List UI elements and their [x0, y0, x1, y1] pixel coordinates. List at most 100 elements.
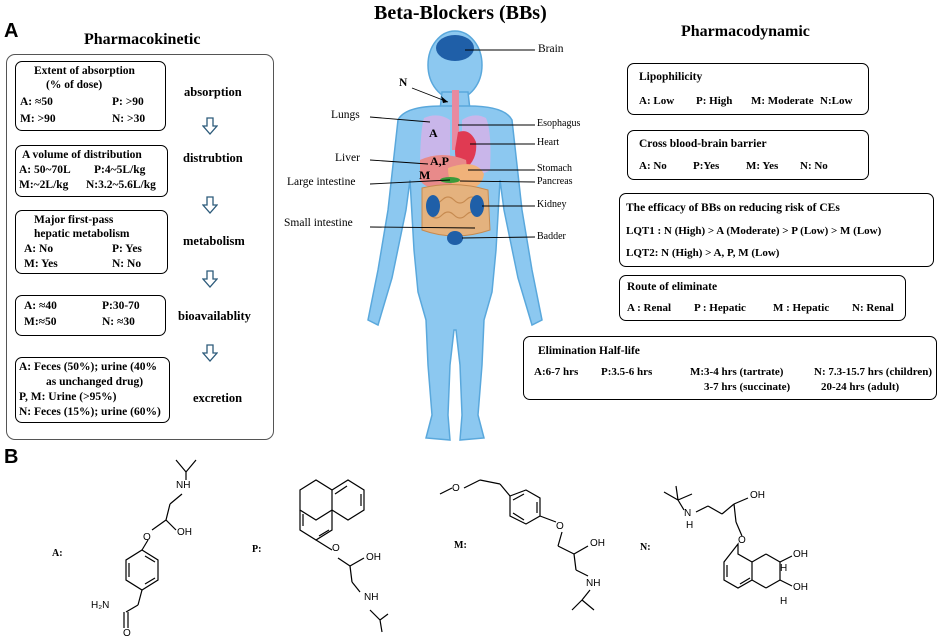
- label-brain: Brain: [538, 43, 564, 55]
- label-badder: Badder: [537, 231, 566, 242]
- label-lungs: Lungs: [331, 109, 360, 121]
- metabolism-n: N: No: [112, 258, 142, 270]
- efficacy-lqt1: LQT1 : N (High) > A (Moderate) > P (Low)…: [626, 225, 882, 237]
- label-pancreas: Pancreas: [537, 176, 573, 187]
- absorption-subtitle: (% of dose): [46, 79, 103, 91]
- lipophilicity-n: N:Low: [820, 95, 853, 107]
- metabolism-m: M: Yes: [24, 258, 58, 270]
- label-heart: Heart: [537, 137, 560, 148]
- atom-oh-a: OH: [177, 527, 192, 538]
- atom-h-n3: H: [780, 596, 788, 607]
- distribution-n: N:3.2~5.6L/kg: [86, 179, 156, 191]
- bbb-m: M: Yes: [746, 160, 779, 172]
- tag-m-liver: M: [419, 168, 431, 182]
- down-arrow-icon: [202, 270, 218, 288]
- molecule-label-m: M:: [454, 540, 467, 551]
- atom-oh-n3: OH: [793, 582, 808, 593]
- tag-ap-liver: A,P: [430, 154, 449, 168]
- lipophilicity-title: Lipophilicity: [639, 71, 703, 83]
- atom-oh-p: OH: [366, 552, 381, 563]
- atom-n-n: N: [684, 508, 692, 519]
- bbb-a: A: No: [639, 160, 667, 172]
- route-n: N: Renal: [852, 302, 894, 314]
- metabolism-box: Major first-pass hepatic metabolism A: N…: [15, 210, 168, 274]
- label-small-intestine: Small intestine: [284, 217, 353, 229]
- panel-label-a: A: [4, 20, 19, 42]
- absorption-m: M: >90: [20, 113, 56, 125]
- down-arrow-icon: [202, 117, 218, 135]
- atom-oh-n1: OH: [750, 490, 765, 501]
- distribution-title: A volume of distribution: [22, 149, 142, 161]
- panel-label-b: B: [4, 446, 19, 468]
- pk-panel: [6, 54, 274, 440]
- metabolism-a: A: No: [24, 243, 54, 255]
- lipophilicity-box: Lipophilicity A: Low P: High M: Moderate…: [627, 63, 869, 115]
- halflife-box: Elimination Half-life A:6-7 hrs P:3.5-6 …: [523, 336, 937, 400]
- halflife-n1: N: 7.3-15.7 hrs (children): [814, 366, 933, 378]
- bbb-title: Cross blood-brain barrier: [639, 138, 767, 150]
- molecule-label-a: A:: [52, 548, 63, 559]
- excretion-a: A: Feces (50%); urine (40%: [19, 361, 157, 373]
- human-body-diagram: [367, 30, 543, 441]
- efficacy-box: The efficacy of BBs on reducing risk of …: [619, 193, 934, 267]
- distribution-p: P:4~5L/kg: [94, 164, 146, 176]
- lipophilicity-a: A: Low: [639, 95, 675, 107]
- route-p: P : Hepatic: [694, 302, 746, 314]
- atom-oh-m: OH: [590, 538, 605, 549]
- bbb-box: Cross blood-brain barrier A: No P:Yes M:…: [627, 130, 869, 180]
- left-kidney-organ: [426, 195, 440, 217]
- stage-excretion: excretion: [193, 391, 243, 405]
- atom-nh-p: NH: [364, 592, 379, 603]
- esophagus-organ: [452, 90, 459, 150]
- bbb-p: P:Yes: [693, 160, 720, 172]
- atom-o-n: O: [738, 535, 746, 546]
- propranolol-structure: [299, 479, 389, 633]
- down-arrow-icon: [202, 196, 218, 214]
- distribution-box: A volume of distribution A: 50~70L P:4~5…: [15, 145, 168, 197]
- bioavailability-box: A: ≈40 P:30-70 M:≈50 N: ≈30: [15, 295, 166, 336]
- atom-oh-n2: OH: [793, 549, 808, 560]
- atom-nh-a: NH: [176, 480, 191, 491]
- excretion-a-cont: as unchanged drug): [46, 376, 144, 388]
- metabolism-subtitle: hepatic metabolism: [34, 228, 130, 240]
- label-liver: Liver: [335, 152, 360, 164]
- absorption-p: P: >90: [112, 96, 144, 108]
- lipophilicity-m: M: Moderate: [751, 95, 814, 107]
- halflife-n2: 20-24 hrs (adult): [821, 381, 900, 393]
- halflife-p: P:3.5-6 hrs: [601, 366, 653, 378]
- label-esophagus: Esophagus: [537, 118, 581, 129]
- brain-organ: [436, 35, 474, 61]
- efficacy-lqt2: LQT2: N (High) > A, P, M (Low): [626, 247, 780, 259]
- bioavailability-n: N: ≈30: [102, 316, 135, 328]
- atom-h-n2: H: [780, 563, 788, 574]
- lipophilicity-p: P: High: [696, 95, 733, 107]
- route-m: M : Hepatic: [773, 302, 830, 314]
- absorption-n: N: >30: [112, 113, 146, 125]
- route-box: Route of eliminate A : Renal P : Hepatic…: [619, 275, 906, 321]
- halflife-m1: M:3-4 hrs (tartrate): [690, 366, 784, 378]
- efficacy-title: The efficacy of BBs on reducing risk of …: [626, 202, 840, 214]
- atom-nh-m: NH: [586, 578, 601, 589]
- distribution-a: A: 50~70L: [19, 164, 71, 176]
- excretion-box: A: Feces (50%); urine (40% as unchanged …: [15, 357, 170, 423]
- absorption-box: Extent of absorption (% of dose) A: ≈50 …: [15, 61, 166, 131]
- stage-distribution: distrubtion: [183, 151, 243, 165]
- pd-heading: Pharmacodynamic: [681, 23, 810, 40]
- bioavailability-m: M:≈50: [24, 316, 57, 328]
- stage-absorption: absorption: [184, 85, 242, 99]
- atom-o-a2: O: [123, 628, 131, 639]
- route-title: Route of eliminate: [627, 281, 718, 293]
- right-kidney-organ: [470, 195, 484, 217]
- metabolism-p: P: Yes: [112, 243, 142, 255]
- label-n: N: [399, 77, 408, 89]
- stomach-organ: [448, 164, 484, 190]
- halflife-title: Elimination Half-life: [538, 345, 640, 357]
- bbb-n: N: No: [800, 160, 828, 172]
- metabolism-title: Major first-pass: [34, 214, 114, 226]
- bioavailability-p: P:30-70: [102, 300, 140, 312]
- distribution-m: M:~2L/kg: [19, 179, 69, 191]
- label-stomach: Stomach: [537, 163, 572, 174]
- pk-heading: Pharmacokinetic: [84, 31, 201, 48]
- molecule-label-p: P:: [252, 544, 262, 555]
- stage-metabolism: metabolism: [183, 234, 245, 248]
